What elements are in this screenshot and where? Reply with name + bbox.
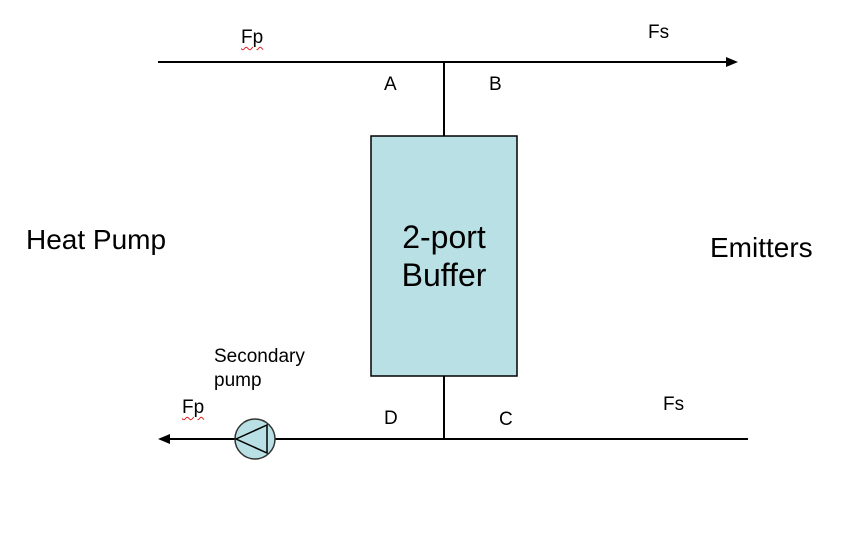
buffer-tank <box>370 135 518 377</box>
flow-label-bottom-left: Fp <box>182 397 205 418</box>
emitters-label: Emitters <box>710 232 813 263</box>
buffer-label-line1: 2-port <box>402 219 486 255</box>
flow-label-top-right: Fs <box>648 22 670 43</box>
secondary-pump-label: Secondary pump <box>214 345 305 393</box>
junction-label-b: B <box>489 74 502 95</box>
heat-pump-label: Heat Pump <box>26 224 167 255</box>
pump-icon <box>234 418 276 460</box>
buffer-label-line2: Buffer <box>401 257 487 293</box>
flow-label-bottom-right: Fs <box>663 394 685 415</box>
junction-label-a: A <box>384 74 397 95</box>
top-flow-arrow-icon <box>726 57 738 67</box>
pump-label-line2: pump <box>214 370 262 391</box>
flow-label-top-left: Fp <box>241 27 264 48</box>
junction-label-c: C <box>499 409 513 430</box>
bottom-flow-arrow-icon <box>158 434 170 444</box>
junction-label-d: D <box>384 408 398 429</box>
buffer-label: 2-port Buffer <box>371 136 517 376</box>
pump-label-line1: Secondary <box>214 346 305 367</box>
